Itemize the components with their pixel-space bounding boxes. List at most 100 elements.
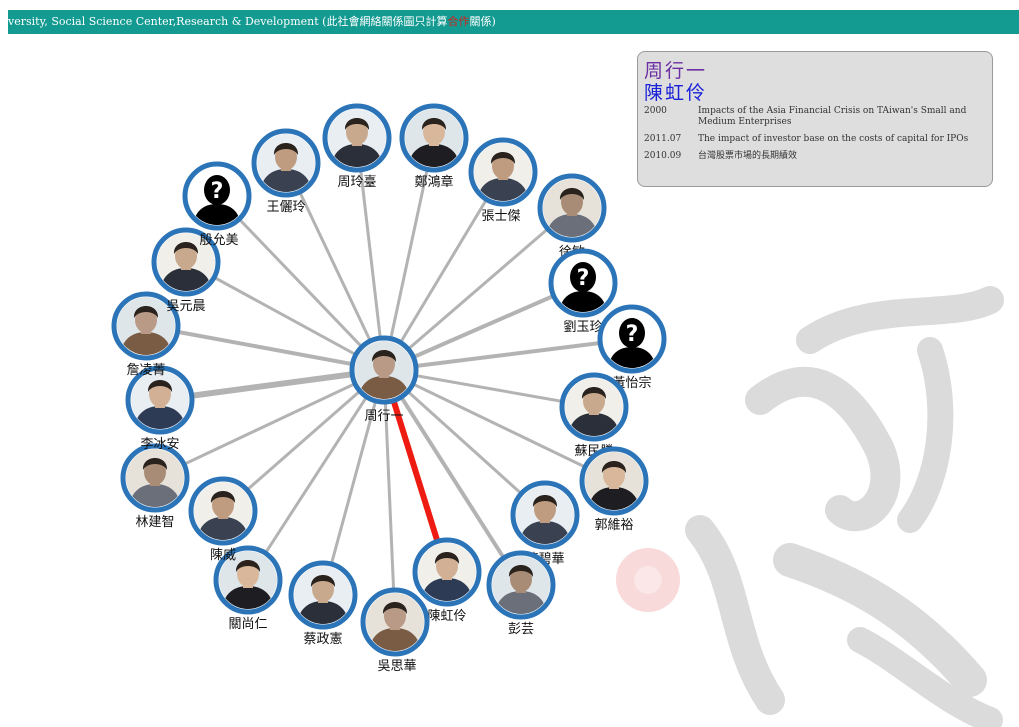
publication-table: 2000 Impacts of the Asia Financial Crisi… — [644, 106, 984, 168]
person-node[interactable] — [213, 545, 283, 615]
publication-title: Impacts of the Asia Financial Crisis on … — [698, 106, 967, 127]
publication-year: 2010.09 — [644, 151, 682, 161]
publication-year: 2000 — [644, 106, 667, 116]
person-node[interactable] — [559, 372, 629, 442]
person-photo — [543, 179, 601, 237]
person-photo — [405, 109, 463, 167]
nodes: 周玲臺鄭鴻章張士傑徐敏?劉玉珍?黃怡宗蘇民勝郭維裕陳碧華彭芸陳虹伶吳思華蔡政憲關… — [111, 103, 667, 674]
node-label: 黃怡宗 — [612, 375, 651, 391]
person-photo — [131, 371, 189, 429]
person-node[interactable] — [288, 560, 358, 630]
person-node[interactable] — [510, 480, 580, 550]
top-banner: versity, Social Science Center,Research … — [8, 10, 1019, 34]
edge — [382, 137, 436, 371]
person-node[interactable] — [322, 103, 392, 173]
person-photo — [194, 482, 252, 540]
edge — [382, 369, 397, 623]
node-label: 王儷玲 — [266, 200, 305, 215]
watermark-logo — [616, 286, 1004, 727]
edge — [383, 368, 615, 483]
edge — [382, 368, 523, 587]
person-node[interactable] — [579, 446, 649, 516]
person-node[interactable] — [537, 173, 607, 243]
edge — [355, 137, 386, 371]
edges — [145, 137, 633, 623]
edge — [145, 324, 385, 372]
center-node[interactable] — [349, 335, 419, 405]
person-node[interactable] — [125, 365, 195, 435]
person-node[interactable] — [251, 128, 321, 198]
node-label: 鄭鴻章 — [414, 174, 453, 190]
person-node[interactable] — [188, 476, 258, 546]
person-photo — [117, 297, 175, 355]
person-node[interactable] — [399, 103, 469, 173]
center-node-label: 周行一 — [364, 409, 403, 424]
person-node[interactable]: ? — [597, 304, 667, 374]
node-label: 周玲臺 — [337, 175, 376, 190]
publication-year: 2011.07 — [644, 134, 682, 144]
unknown-person-icon: ? — [554, 254, 612, 312]
person-node[interactable] — [412, 537, 482, 607]
person-node[interactable] — [151, 227, 221, 297]
node-label: 吳元晨 — [166, 299, 205, 314]
person-photo — [366, 593, 424, 651]
person-photo — [219, 551, 277, 609]
person-photo — [257, 134, 315, 192]
person-node[interactable]: ? — [182, 161, 252, 231]
person-photo — [355, 341, 413, 399]
person-photo — [418, 543, 476, 601]
person-node[interactable]: ? — [548, 248, 618, 318]
node-label: 殷允美 — [199, 232, 238, 248]
person-photo — [565, 378, 623, 436]
highlighted-edge — [381, 369, 450, 573]
node-label: 張士傑 — [481, 209, 520, 224]
person-photo — [328, 109, 386, 167]
node-label: 關尚仁 — [228, 617, 267, 632]
edge — [154, 368, 385, 480]
node-label: 李冰安 — [140, 437, 179, 452]
info-secondary-name: 陳虹伶 — [644, 82, 708, 104]
svg-text:?: ? — [626, 322, 639, 347]
edge — [284, 162, 386, 371]
person-node[interactable] — [468, 137, 538, 207]
node-label: 詹凌菁 — [126, 363, 165, 378]
info-panel: 周行一 陳虹伶 2000 Impacts of the Asia Financi… — [637, 51, 993, 187]
edge — [159, 367, 385, 403]
publication-title: The impact of investor base on the costs… — [698, 134, 969, 144]
person-node[interactable] — [120, 443, 190, 513]
node-label: 陳威 — [210, 548, 236, 563]
node-label: 郭維裕 — [594, 517, 633, 533]
banner-text-end: 關係) — [469, 15, 496, 28]
person-node[interactable] — [111, 291, 181, 361]
edge — [382, 368, 547, 517]
unknown-person-icon: ? — [603, 310, 661, 368]
person-photo — [474, 143, 532, 201]
node-label: 蔡政憲 — [303, 631, 342, 647]
person-node[interactable] — [486, 550, 556, 620]
edge — [383, 206, 573, 372]
person-photo — [516, 486, 574, 544]
edge — [383, 368, 595, 409]
svg-text:?: ? — [211, 179, 224, 204]
publication-row: 2011.07 The impact of investor base on t… — [644, 134, 984, 151]
edge — [382, 171, 505, 371]
banner-text: versity, Social Science Center,Research … — [8, 15, 448, 28]
person-photo — [126, 449, 184, 507]
edge — [185, 260, 385, 372]
edge — [222, 368, 385, 513]
edge — [215, 194, 386, 372]
edge — [383, 281, 584, 372]
node-label: 彭芸 — [508, 621, 534, 637]
person-node[interactable] — [360, 587, 430, 657]
banner-highlight: 合作 — [447, 15, 470, 28]
node-label: 林建智 — [135, 515, 174, 530]
unknown-person-icon: ? — [188, 167, 246, 225]
person-photo — [157, 233, 215, 291]
edge — [321, 369, 386, 596]
node-label: 吳思華 — [377, 659, 416, 674]
publication-title: 台灣股票市場的長期績效 — [698, 151, 798, 161]
edge — [383, 337, 633, 372]
svg-text:?: ? — [577, 266, 590, 291]
person-photo — [492, 556, 550, 614]
